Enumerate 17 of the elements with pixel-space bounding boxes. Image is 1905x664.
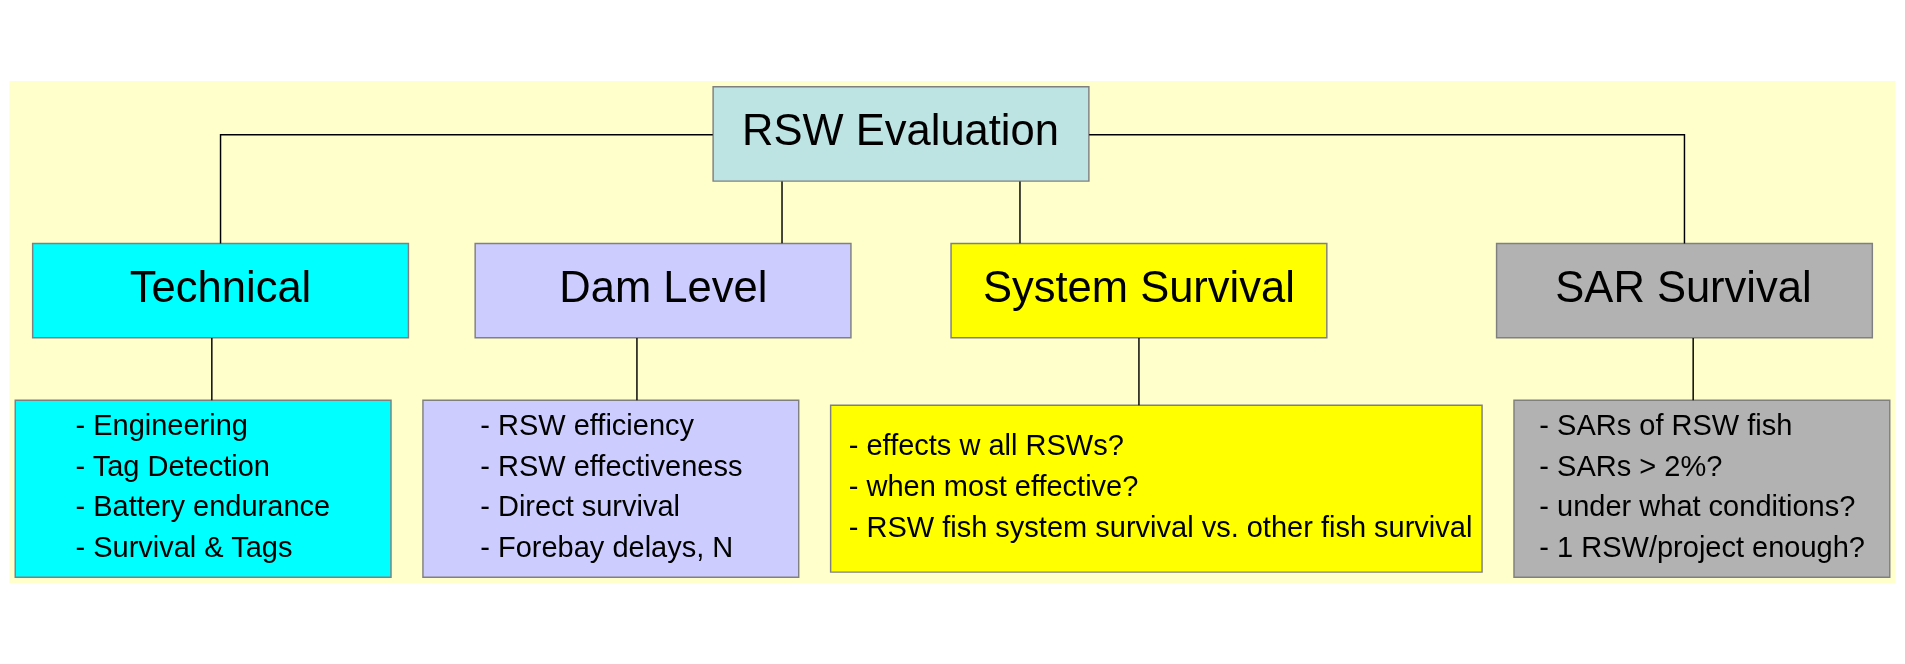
node-box: SAR Survival: [1495, 242, 1874, 339]
node-box: RSW Evaluation: [712, 86, 1090, 182]
connector: [219, 133, 714, 245]
connector: [781, 180, 783, 245]
connector: [1019, 180, 1021, 245]
node-box: - SARs of RSW fish - SARs > 2%? - under what conditions? - 1 RSW/project enough?: [1513, 399, 1891, 578]
node-box: Technical: [31, 242, 410, 339]
node-box: System Survival: [950, 242, 1328, 339]
connector: [1692, 337, 1694, 401]
connector: [1088, 133, 1686, 245]
node-box: - RSW efficiency - RSW effectiveness - Direct survival - Forebay delays, N: [422, 399, 800, 578]
node-box: - Engineering - Tag Detection - Battery endurance - Survival & Tags: [14, 399, 392, 578]
node-box: - effects w all RSWs? - when most effective? - RSW fish system survival vs. other fish survival: [829, 404, 1483, 573]
node-box: Dam Level: [474, 242, 852, 339]
connector: [636, 337, 638, 401]
connector: [1138, 337, 1140, 406]
connector: [211, 337, 213, 401]
